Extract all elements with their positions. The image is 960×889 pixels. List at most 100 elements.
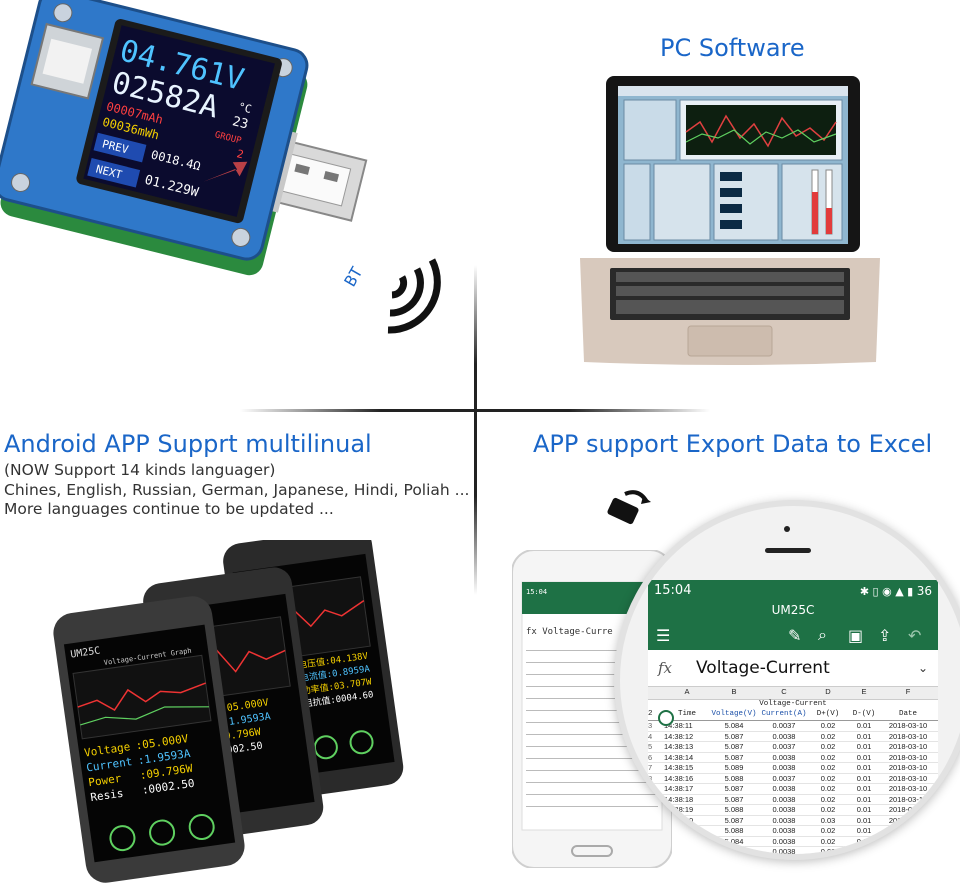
table-cell: 14:38:11	[664, 721, 693, 730]
meter-temp-value: 23	[231, 114, 250, 132]
table-cell: 0.0038	[772, 763, 796, 772]
table-cell: 0.03	[820, 815, 836, 825]
undo-icon[interactable]: ↶	[908, 625, 922, 645]
table-cell: 0.01	[856, 836, 872, 846]
fx-symbol: fx	[658, 659, 673, 677]
table-cell: 0.01	[856, 826, 872, 835]
table-cell: 2018-03-10	[888, 763, 928, 772]
table-cell: 0.01	[856, 731, 872, 741]
table-cell: 14:38:12	[664, 731, 694, 741]
app-title-bar: UM25C	[648, 602, 938, 620]
table-cell: 5.087	[724, 815, 744, 825]
meter-next-label: NEXT	[95, 163, 124, 182]
table-cell: 5.088	[724, 805, 744, 814]
table-cell: 2018-03-10	[888, 836, 928, 846]
table-cell: 2018-03-10	[888, 784, 928, 793]
table-cell: 5.088	[724, 773, 744, 783]
table-cell: 5.084	[724, 836, 744, 846]
table-cell: 0.02	[820, 731, 836, 741]
table-cell: 0.01	[856, 752, 872, 762]
table-cell: 0.0037	[772, 773, 796, 783]
android-phones-illustration: UM25C 电压值:04.138V 电流值:0.8959A 功率值:03.707…	[53, 540, 404, 883]
excel-toolbar: ☰ ✎ ⌕ ▣ ⇪ ↶	[648, 620, 938, 650]
android-line-1: (NOW Support 14 kinds languager)	[4, 461, 276, 479]
edit-icon[interactable]: ✎	[788, 625, 802, 645]
save-icon[interactable]: ▣	[848, 625, 864, 645]
table-cell: 0.01	[846, 858, 882, 861]
table-cell: 0.02	[820, 752, 836, 762]
table-cell: 14:38:16	[664, 773, 694, 783]
table-cell: 0.01	[856, 721, 872, 730]
table-cell: 0.0038	[772, 826, 796, 835]
formula-bar[interactable]: fx Voltage-Current ⌄	[648, 650, 938, 687]
table-cell: 0.0037	[772, 721, 796, 730]
table-cell: 0.02	[810, 858, 846, 861]
table-cell: 0.0038	[772, 847, 796, 856]
pc-software-title: PC Software	[660, 34, 805, 62]
table-cell: 0.02	[820, 836, 836, 846]
phone-camera	[784, 526, 790, 532]
table-cell: 5.087	[724, 784, 744, 793]
menu-icon[interactable]: ☰	[656, 625, 671, 645]
bluetooth-signal-icon	[387, 258, 441, 334]
table-cell: 14:38:13	[664, 742, 694, 751]
meter-prev-button[interactable]	[93, 132, 147, 163]
phone-1-voltage-label: Voltage	[83, 740, 131, 759]
row-number: 9	[648, 784, 653, 793]
excel-magnifier: 15:04 ✱ ▯ ◉ ▲ ▮ 36 UM25C ☰ ✎ ⌕ ▣ ⇪ ↶ fx …	[614, 500, 960, 860]
table-cell: 14:38:17	[664, 784, 694, 793]
table-cell: 0.0038	[772, 815, 796, 825]
table-cell: 0.02	[820, 763, 836, 772]
table-cell: 5.087	[724, 794, 744, 804]
table-cell: 14:38:18	[664, 794, 694, 804]
share-icon[interactable]: ⇪	[878, 625, 892, 645]
phone-1-current-label: Current	[85, 755, 133, 774]
svg-text:15:04: 15:04	[526, 588, 547, 596]
table-cell: 0.02	[820, 847, 836, 856]
table-cell: 0.02	[820, 826, 836, 835]
meter-group-value: 2	[235, 147, 245, 161]
table-cell: 0.0038	[772, 731, 796, 741]
table-cell: 2018-03-10	[888, 805, 928, 814]
meter-next-button[interactable]	[87, 157, 141, 188]
table-cell: 2018-03-10	[888, 742, 928, 751]
table-cell: 0.01	[856, 794, 872, 804]
chevron-down-icon[interactable]: ⌄	[917, 661, 928, 675]
selection-handle[interactable]	[658, 710, 674, 726]
table-cell: 0.01	[856, 784, 872, 793]
table-cell: 0.02	[820, 742, 836, 751]
status-icons: ✱ ▯ ◉ ▲ ▮ 36	[859, 584, 932, 598]
table-cell: 5.089	[724, 763, 744, 772]
table-cell: 5.084	[724, 721, 744, 730]
table-cell: 5.087	[710, 858, 758, 861]
status-bar: 15:04 ✱ ▯ ◉ ▲ ▮ 36	[648, 580, 938, 602]
row-number: 14	[648, 836, 657, 846]
table-cell: 14:38:23	[664, 847, 694, 856]
table-cell: 2018-03-10	[888, 731, 928, 741]
table-cell: 0.02	[820, 805, 836, 814]
status-time: 15:04	[654, 583, 692, 598]
row-number: 8	[648, 773, 653, 783]
table-cell: 14:38:14	[664, 752, 694, 762]
phone-1-power-label: Power	[88, 772, 123, 790]
table-cell: 2018-03-10	[888, 794, 928, 804]
phone-1-app-name: UM25C	[70, 645, 101, 660]
formula-value: Voltage-Current	[696, 658, 830, 678]
usb-meter-illustration: 04.761V 02582A °C 23 00007mAh GROUP 2 00…	[0, 0, 441, 334]
search-icon[interactable]: ⌕	[818, 625, 827, 644]
table-cell: 0.0038	[772, 836, 796, 846]
row-number: 12	[648, 815, 657, 825]
table-cell: 0.0038	[772, 752, 796, 762]
